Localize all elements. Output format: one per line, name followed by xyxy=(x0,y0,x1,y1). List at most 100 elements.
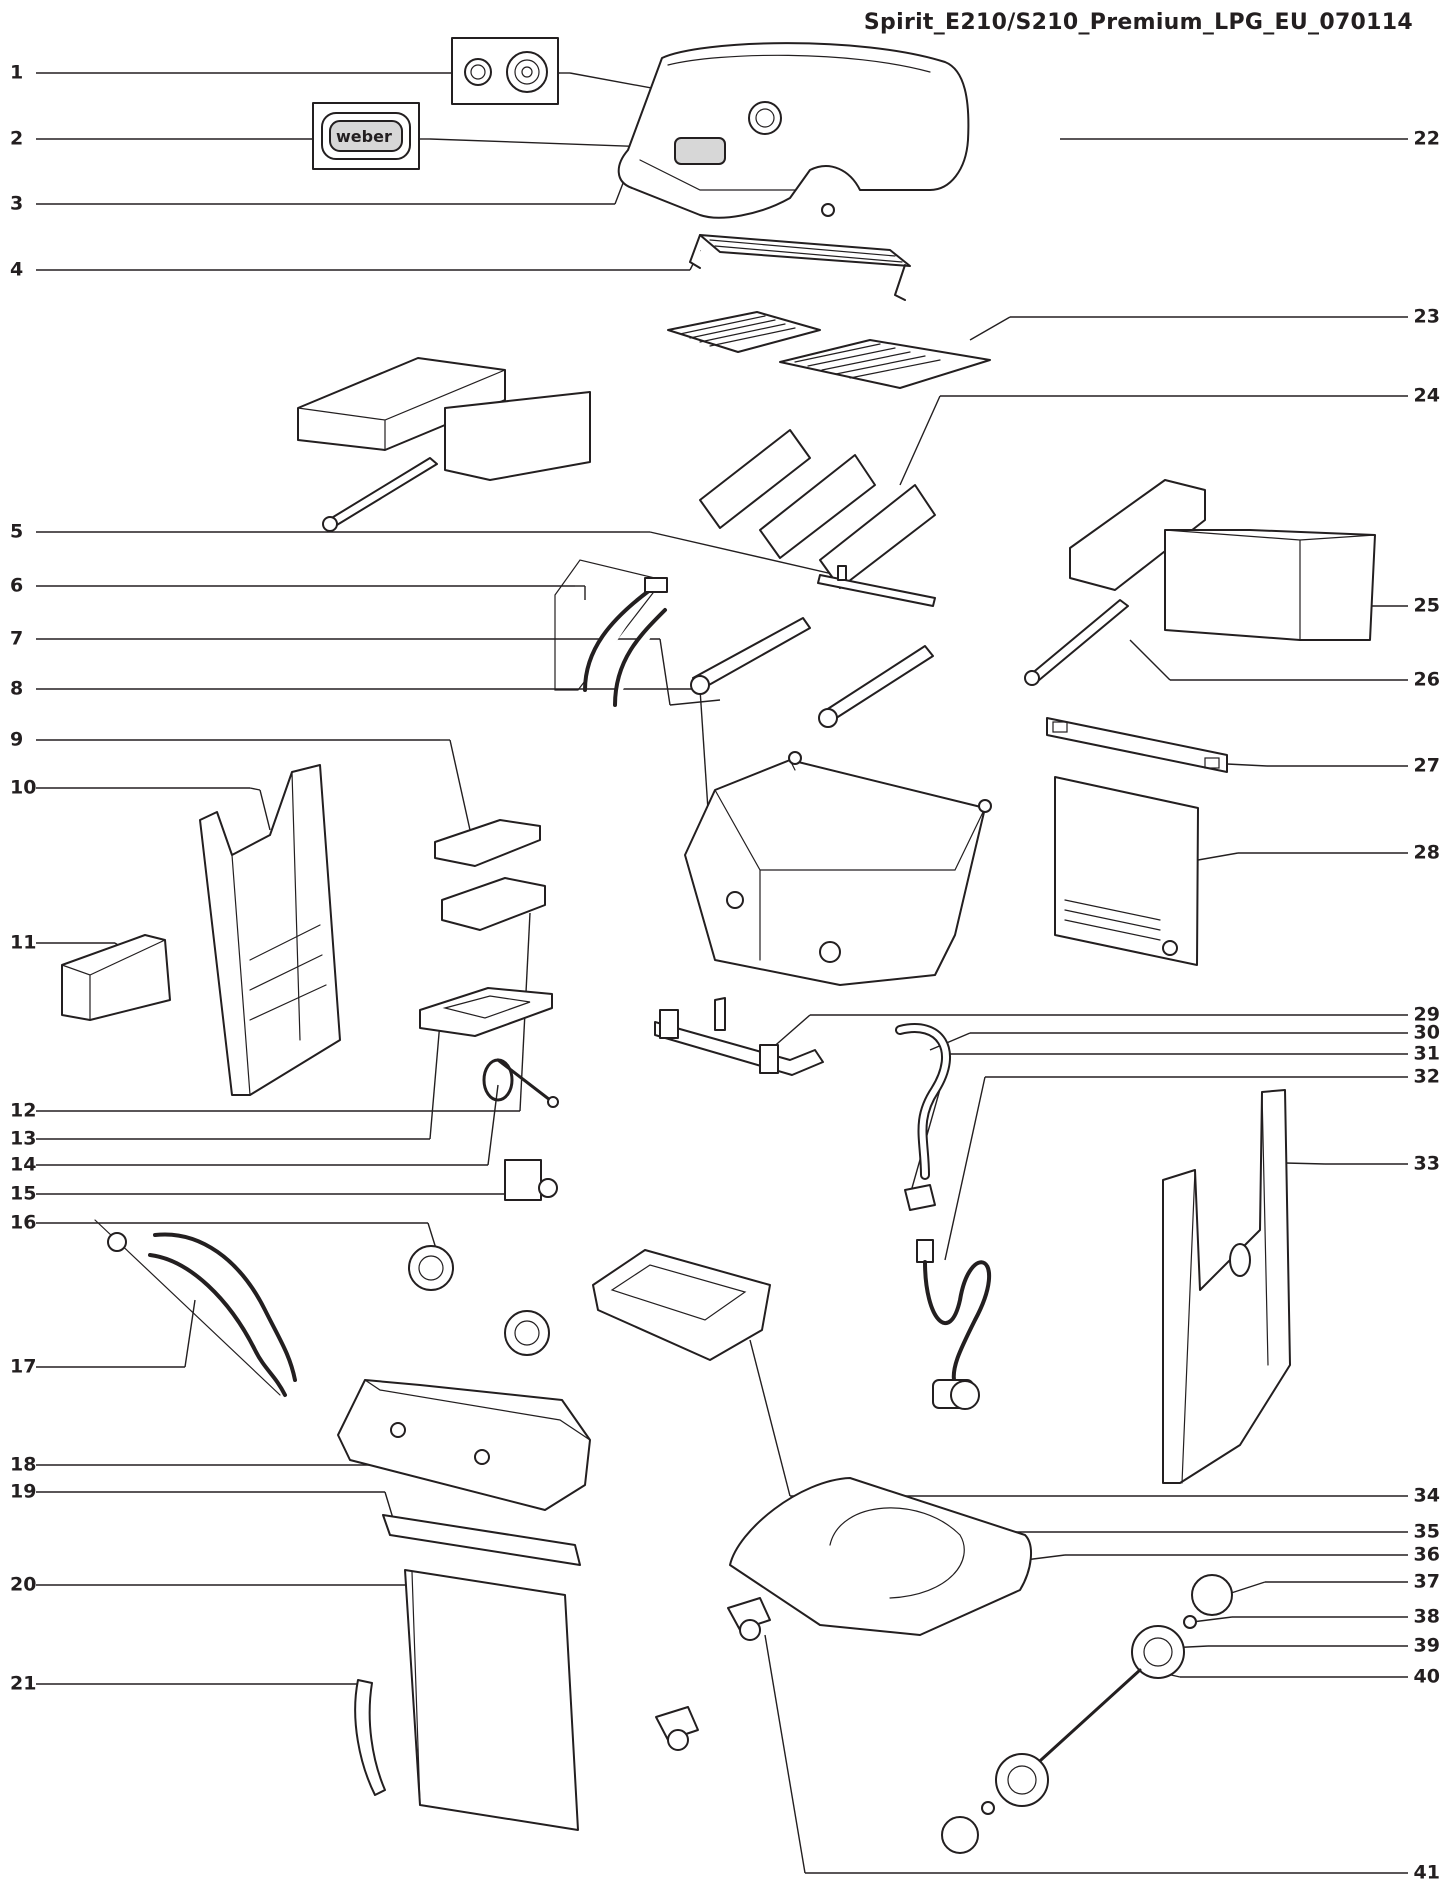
caster-part xyxy=(655,1597,771,1751)
tray-holder-part xyxy=(419,987,553,1037)
thermometer-inset xyxy=(451,37,559,105)
callout-label-9: 9 xyxy=(10,729,23,751)
callout-label-11: 11 xyxy=(10,932,36,954)
igniter-clip-part xyxy=(482,1058,559,1108)
callout-leader-line xyxy=(449,739,471,831)
handle-part xyxy=(61,934,171,1021)
panel-bracket-part xyxy=(382,1514,581,1566)
control-knobs-part xyxy=(408,1245,550,1356)
callout-leader-line xyxy=(649,531,851,579)
wheel-parts xyxy=(941,1574,1233,1854)
callout-leader-line xyxy=(1129,639,1171,681)
valve-manifold-part xyxy=(654,997,824,1076)
callout-label-22: 22 xyxy=(1414,128,1440,150)
callout-label-28: 28 xyxy=(1414,842,1440,864)
callout-label-5: 5 xyxy=(10,521,23,543)
regulator-part xyxy=(916,1239,992,1410)
callout-label-39: 39 xyxy=(1414,1635,1440,1657)
igniter-electrode-part xyxy=(94,1219,297,1397)
door-handle-part xyxy=(354,1679,386,1796)
callout-label-36: 36 xyxy=(1414,1544,1440,1566)
igniter-module-part xyxy=(504,1159,558,1201)
callout-leader-line xyxy=(1191,1616,1233,1623)
callout-label-16: 16 xyxy=(10,1212,36,1234)
callout-leader-line xyxy=(487,1084,499,1166)
callout-label-37: 37 xyxy=(1414,1571,1440,1593)
callout-leader-line xyxy=(669,699,721,706)
callout-label-21: 21 xyxy=(10,1673,36,1695)
callout-label-40: 40 xyxy=(1414,1666,1440,1688)
callout-leader-line xyxy=(1197,852,1239,861)
rear-bracket-part xyxy=(1046,717,1228,773)
callout-label-29: 29 xyxy=(1414,1004,1440,1026)
right-frame-part xyxy=(1162,1089,1291,1484)
callout-leader-line xyxy=(1284,1162,1326,1165)
callout-label-26: 26 xyxy=(1414,669,1440,691)
door-part xyxy=(404,1569,579,1831)
callout-label-25: 25 xyxy=(1414,595,1440,617)
callout-label-6: 6 xyxy=(10,575,23,597)
callout-label-27: 27 xyxy=(1414,755,1440,777)
bottom-shelf-part xyxy=(729,1477,1032,1636)
callout-label-41: 41 xyxy=(1414,1862,1440,1884)
callout-label-3: 3 xyxy=(10,193,23,215)
callout-leader-line xyxy=(764,1634,806,1874)
callout-leader-line xyxy=(749,1339,791,1497)
callout-label-7: 7 xyxy=(10,628,23,650)
hose-bracket-part xyxy=(904,1184,936,1211)
logo-text: weber xyxy=(336,127,392,146)
callout-label-24: 24 xyxy=(1414,385,1440,407)
flavorizer-bars-part xyxy=(699,429,936,589)
callout-label-19: 19 xyxy=(10,1481,36,1503)
callout-label-35: 35 xyxy=(1414,1521,1440,1543)
callout-label-10: 10 xyxy=(10,777,36,799)
bottom-tray-part xyxy=(592,1249,771,1361)
callout-label-14: 14 xyxy=(10,1154,36,1176)
back-panel-part xyxy=(1054,776,1199,966)
diagram-title: Spirit_E210/S210_Premium_LPG_EU_070114 xyxy=(863,10,1413,35)
callout-label-18: 18 xyxy=(10,1454,36,1476)
cookbox-part xyxy=(684,751,992,986)
callout-label-23: 23 xyxy=(1414,306,1440,328)
callout-leader-line xyxy=(944,1076,986,1261)
callout-leader-line xyxy=(429,1021,441,1140)
crossover-tube-part xyxy=(817,565,936,607)
callout-label-31: 31 xyxy=(1414,1043,1440,1065)
burner-tubes-part xyxy=(690,617,934,728)
callout-label-4: 4 xyxy=(10,259,23,281)
callout-label-33: 33 xyxy=(1414,1153,1440,1175)
callout-label-1: 1 xyxy=(10,62,23,84)
callout-leader-line xyxy=(249,787,261,791)
callout-leader-line xyxy=(259,789,271,831)
callout-label-8: 8 xyxy=(10,678,23,700)
callout-leader-line xyxy=(1226,763,1268,767)
callout-leader-line xyxy=(899,395,941,486)
callout-label-13: 13 xyxy=(10,1128,36,1150)
left-side-table-part xyxy=(297,357,591,532)
callout-leader-line xyxy=(659,638,671,706)
warming-rack-part xyxy=(689,234,911,301)
callout-label-34: 34 xyxy=(1414,1485,1440,1507)
callout-label-2: 2 xyxy=(10,128,23,150)
callout-label-12: 12 xyxy=(10,1100,36,1122)
callout-leader-line xyxy=(929,1032,971,1051)
lid-part xyxy=(617,42,970,219)
right-side-table-part xyxy=(1024,479,1376,686)
callout-label-15: 15 xyxy=(10,1183,36,1205)
callout-leader-line xyxy=(184,1299,196,1368)
callout-label-20: 20 xyxy=(10,1574,36,1596)
callout-label-32: 32 xyxy=(1414,1066,1440,1088)
callout-leader-line xyxy=(969,316,1011,341)
callout-label-38: 38 xyxy=(1414,1606,1440,1628)
control-panel-part xyxy=(337,1379,591,1511)
cooking-grates-part xyxy=(667,311,991,389)
callout-label-17: 17 xyxy=(10,1356,36,1378)
gas-hose-part xyxy=(895,1023,951,1180)
logo-badge-inset: weber xyxy=(312,102,420,170)
callout-label-30: 30 xyxy=(1414,1022,1440,1044)
grease-tray-part xyxy=(434,819,546,931)
left-frame-part xyxy=(199,764,341,1096)
igniter-wires-part xyxy=(554,559,668,707)
